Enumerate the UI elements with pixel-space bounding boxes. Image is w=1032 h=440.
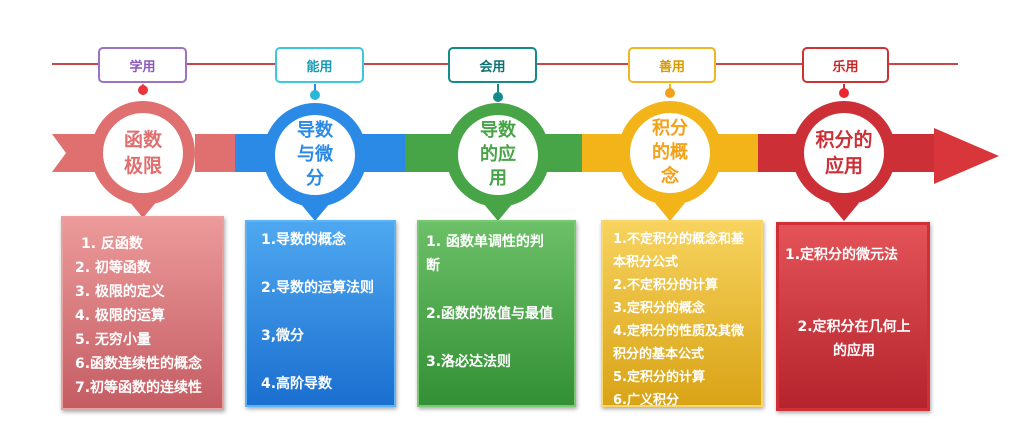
panel-item: 3,微分 bbox=[261, 328, 305, 344]
panel-item: 4.高阶导数 bbox=[261, 376, 333, 392]
panel-item: 2.定积分在几何上 的应用 bbox=[797, 319, 911, 359]
panel-item bbox=[261, 300, 394, 324]
panel-item: 6.广义积分 bbox=[613, 393, 679, 408]
stage-panel-1: 1.导数的概念 2.导数的运算法则 3,微分 4.高阶导数 bbox=[245, 220, 396, 407]
stage-circle-3 bbox=[618, 101, 722, 221]
panel-item: 2.导数的运算法则 bbox=[261, 280, 375, 296]
stage-circle-1 bbox=[263, 103, 367, 221]
stage-tag-3: 善用 bbox=[628, 47, 716, 83]
panel-item bbox=[261, 252, 394, 276]
stage-tag-0: 学用 bbox=[98, 47, 187, 83]
stage-circle-0 bbox=[91, 101, 195, 218]
panel-item: 4. 极限的运算 bbox=[75, 308, 165, 324]
panel-item: 3.定积分的概念 bbox=[613, 301, 705, 316]
panel-item: 1. 反函数 bbox=[81, 236, 143, 252]
panel-item bbox=[785, 291, 923, 315]
panel-item: 1.定积分的微元法 bbox=[785, 247, 899, 263]
panel-item bbox=[426, 326, 574, 350]
stage-panel-4: 1.定积分的微元法 2.定积分在几何上 的应用 bbox=[776, 222, 930, 411]
panel-item bbox=[261, 348, 394, 372]
stage-circle-2 bbox=[446, 103, 550, 221]
stage-title-3: 积分 的概 念 bbox=[652, 118, 688, 187]
stage-title-1: 导数 与微 分 bbox=[297, 120, 333, 189]
panel-item bbox=[426, 278, 574, 302]
panel-item bbox=[785, 267, 923, 291]
stage-title-0: 函数 极限 bbox=[123, 129, 162, 177]
stage-title-2: 导数 的应 用 bbox=[480, 120, 516, 189]
panel-item: 5. 无穷小量 bbox=[75, 332, 151, 348]
panel-item: 2.函数的极值与最值 bbox=[426, 306, 554, 322]
panel-item: 5.定积分的计算 bbox=[613, 370, 705, 385]
panel-item: 4.定积分的性质及其微 积分的基本公式 bbox=[613, 324, 744, 362]
panel-item: 2.不定积分的计算 bbox=[613, 278, 718, 293]
stage-tag-1: 能用 bbox=[275, 47, 364, 83]
band-segment-3 bbox=[360, 134, 410, 172]
stage-panel-3: 1.不定积分的概念和基 本积分公式 2.不定积分的计算 3.定积分的概念 4.定… bbox=[601, 220, 763, 408]
stage-circle-4 bbox=[792, 101, 896, 221]
panel-item: 3. 极限的定义 bbox=[75, 284, 165, 300]
connectors bbox=[138, 84, 849, 102]
stage-tag-4: 乐用 bbox=[802, 47, 889, 83]
stage-panel-2: 1. 函数单调性的判 断 2.函数的极值与最值 3.洛必达法则 bbox=[417, 220, 576, 407]
panel-item: 6.函数连续性的概念 bbox=[75, 356, 203, 372]
panel-item: 3.洛必达法则 bbox=[426, 354, 512, 370]
stage-tag-2: 会用 bbox=[448, 47, 537, 83]
panel-item: 1.导数的概念 bbox=[261, 232, 347, 248]
arrow-head bbox=[934, 128, 999, 184]
panel-item: 7.初等函数的连续性 bbox=[75, 380, 203, 396]
panel-item: 1. 函数单调性的判 断 bbox=[426, 234, 544, 274]
stage-panel-0: 1. 反函数 2. 初等函数 3. 极限的定义 4. 极限的运算 5. 无穷小量… bbox=[61, 216, 224, 410]
stage-title-4: 积分的 应用 bbox=[815, 129, 873, 177]
panel-item: 2. 初等函数 bbox=[75, 260, 151, 276]
panel-item: 1.不定积分的概念和基 本积分公式 bbox=[613, 232, 744, 270]
